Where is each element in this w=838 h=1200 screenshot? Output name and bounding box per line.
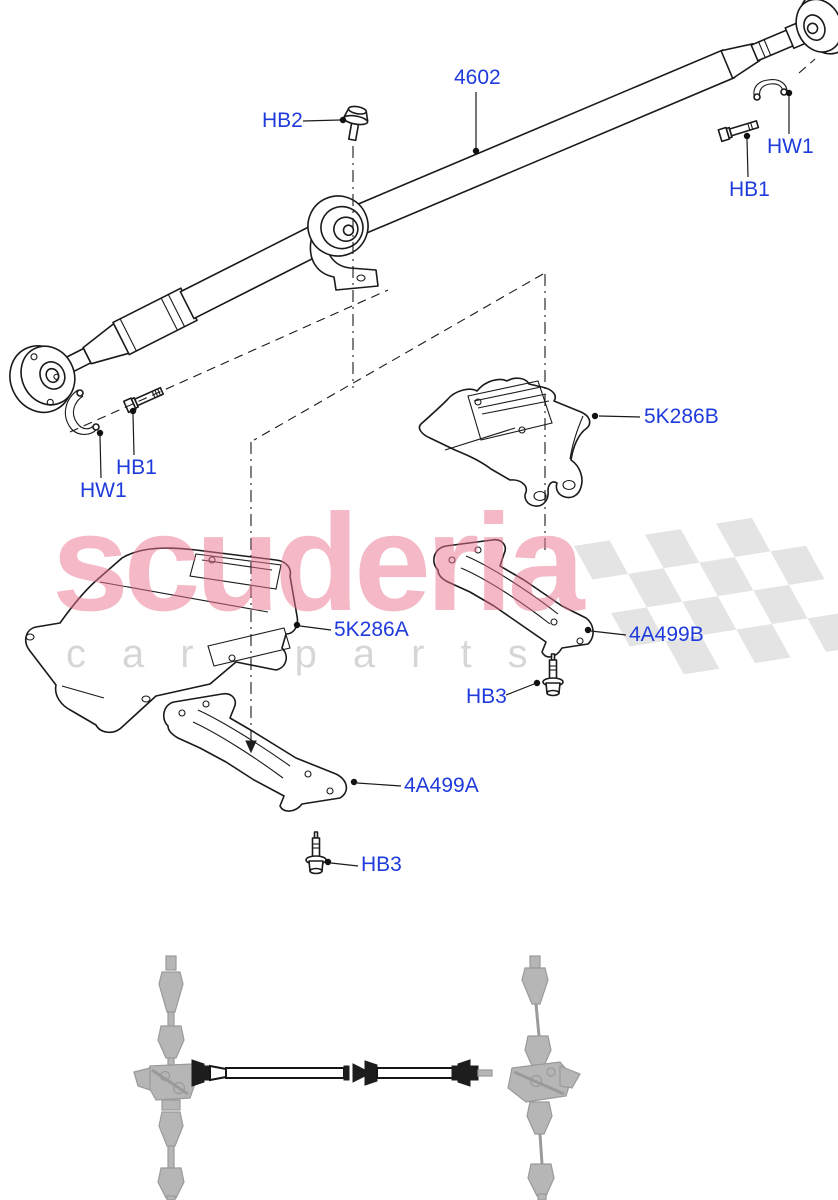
rear-axle-assembly <box>507 955 581 1200</box>
bolt-hb1-rear <box>717 120 760 143</box>
part-label-hb3-lower[interactable]: HB3 <box>361 853 402 876</box>
front-axle-assembly <box>133 955 198 1200</box>
part-label-4a499a[interactable]: 4A499A <box>404 774 479 797</box>
bolt-hb2 <box>343 105 369 142</box>
checkered-flag-watermark <box>574 517 838 675</box>
part-label-hb1-front[interactable]: HB1 <box>116 456 157 479</box>
part-label-hw1-rear[interactable]: HW1 <box>767 135 814 158</box>
propshaft-front-section <box>9 210 354 414</box>
alignment-lines <box>69 58 816 754</box>
callout-leaders <box>96 89 793 867</box>
part-label-hb3-upper[interactable]: HB3 <box>466 685 507 708</box>
part-label-hb2[interactable]: HB2 <box>262 109 303 132</box>
part-label-4602[interactable]: 4602 <box>454 66 501 89</box>
part-label-5k286b[interactable]: 5K286B <box>644 405 719 428</box>
heat-shield-5k286a <box>24 547 299 734</box>
propshaft-rear-section <box>344 0 838 238</box>
drivetrain-thumbnail <box>133 955 581 1200</box>
heat-shield-5k286b <box>418 377 591 507</box>
strap-hw1-rear <box>753 79 788 101</box>
bracket-4a499b <box>433 538 594 658</box>
part-label-5k286a[interactable]: 5K286A <box>334 618 409 641</box>
bolt-hb3-lower <box>305 831 327 875</box>
part-label-hw1-front[interactable]: HW1 <box>80 479 127 502</box>
part-label-4a499b[interactable]: 4A499B <box>629 623 704 646</box>
bolt-hb3-upper <box>542 653 564 697</box>
part-label-hb1-rear[interactable]: HB1 <box>729 178 770 201</box>
bracket-4a499a <box>162 692 348 812</box>
strap-hw1-front <box>64 389 100 435</box>
propshaft-highlight <box>191 1059 493 1087</box>
